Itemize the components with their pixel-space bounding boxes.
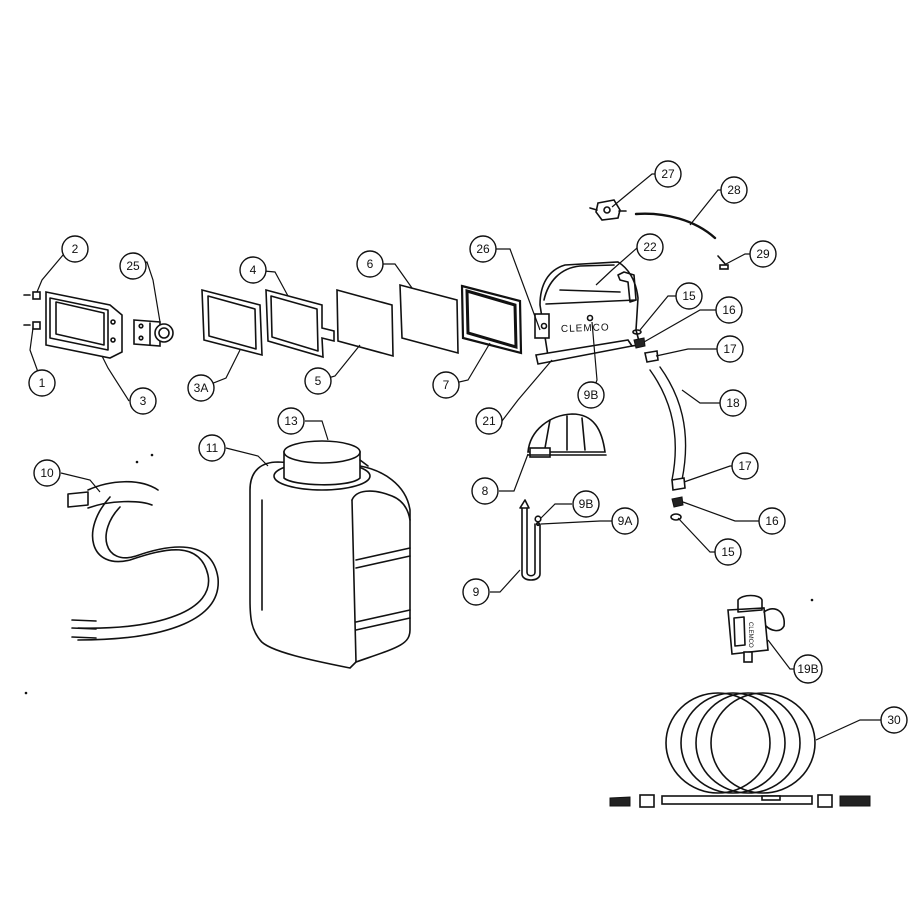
svg-text:9B: 9B bbox=[584, 388, 599, 402]
callout-4: 4 bbox=[239, 256, 267, 284]
part-valve-block bbox=[589, 199, 627, 221]
svg-text:21: 21 bbox=[482, 414, 496, 428]
svg-text:17: 17 bbox=[723, 342, 737, 356]
part-pin bbox=[717, 255, 729, 270]
part-bottom-strip bbox=[535, 339, 634, 365]
callout-1: 1 bbox=[28, 369, 56, 397]
callout-16-low: 16 bbox=[758, 507, 786, 535]
part-hose bbox=[649, 366, 687, 481]
callout-28: 28 bbox=[720, 176, 748, 204]
speck bbox=[150, 453, 154, 457]
callout-18: 18 bbox=[719, 389, 747, 417]
callout-13: 13 bbox=[277, 407, 305, 435]
callout-17-low: 17 bbox=[731, 452, 759, 480]
svg-text:9A: 9A bbox=[618, 514, 633, 528]
part-valve-assembly: CLEMCO bbox=[727, 594, 785, 663]
svg-text:15: 15 bbox=[721, 545, 735, 559]
svg-text:26: 26 bbox=[476, 242, 490, 256]
callout-6: 6 bbox=[356, 250, 384, 278]
svg-text:6: 6 bbox=[367, 257, 374, 271]
callout-15-low: 15 bbox=[714, 538, 742, 566]
svg-text:15: 15 bbox=[682, 289, 696, 303]
callout-8: 8 bbox=[471, 477, 499, 505]
svg-text:27: 27 bbox=[661, 167, 675, 181]
part-cap bbox=[273, 440, 371, 491]
svg-text:16: 16 bbox=[765, 514, 779, 528]
callout-16-top: 16 bbox=[715, 296, 743, 324]
callout-22: 22 bbox=[636, 233, 664, 261]
valve-brand: CLEMCO bbox=[747, 622, 753, 648]
callout-30: 30 bbox=[880, 706, 908, 734]
part-fitting-top bbox=[632, 329, 659, 363]
svg-text:4: 4 bbox=[250, 263, 257, 277]
speck bbox=[810, 598, 814, 602]
speck bbox=[135, 460, 139, 464]
part-latch bbox=[133, 319, 174, 347]
callout-9b-low: 9B bbox=[572, 490, 600, 518]
part-curved-rod bbox=[634, 212, 717, 240]
svg-text:29: 29 bbox=[756, 247, 770, 261]
callout-11: 11 bbox=[198, 434, 226, 462]
part-tank bbox=[249, 461, 411, 669]
svg-text:1: 1 bbox=[39, 376, 46, 390]
speck bbox=[24, 691, 28, 695]
part-fitting-low bbox=[670, 477, 686, 521]
part-coiled-hose bbox=[609, 692, 871, 808]
svg-text:25: 25 bbox=[126, 259, 140, 273]
callout-9a: 9A bbox=[611, 507, 639, 535]
svg-text:28: 28 bbox=[727, 183, 741, 197]
callout-17-top: 17 bbox=[716, 335, 744, 363]
callout-25: 25 bbox=[119, 252, 147, 280]
part-clear-lens bbox=[336, 288, 394, 358]
svg-text:19B: 19B bbox=[797, 662, 818, 676]
svg-text:17: 17 bbox=[738, 459, 752, 473]
svg-text:8: 8 bbox=[482, 484, 489, 498]
svg-text:3A: 3A bbox=[194, 381, 209, 395]
svg-text:2: 2 bbox=[72, 242, 79, 256]
svg-text:30: 30 bbox=[887, 713, 901, 727]
part-hood: CLEMCO bbox=[539, 261, 642, 357]
svg-text:9B: 9B bbox=[579, 497, 594, 511]
part-side-fitting bbox=[534, 313, 550, 339]
callout-3: 3 bbox=[129, 387, 157, 415]
callout-29: 29 bbox=[749, 240, 777, 268]
part-belt bbox=[67, 480, 219, 641]
svg-text:9: 9 bbox=[473, 585, 480, 599]
part-screws bbox=[23, 291, 41, 330]
svg-text:3: 3 bbox=[140, 394, 147, 408]
svg-text:7: 7 bbox=[443, 378, 450, 392]
part-window-frame bbox=[45, 291, 123, 359]
svg-text:13: 13 bbox=[284, 414, 298, 428]
hood-brand: CLEMCO bbox=[561, 322, 610, 335]
part-lens-holder bbox=[265, 288, 335, 359]
part-hood-crown bbox=[527, 413, 607, 458]
part-j-tube bbox=[519, 499, 542, 581]
callout-9b-top: 9B bbox=[577, 381, 605, 409]
svg-text:11: 11 bbox=[206, 441, 219, 455]
part-gasket bbox=[201, 288, 263, 357]
svg-text:16: 16 bbox=[722, 303, 736, 317]
svg-text:10: 10 bbox=[40, 466, 54, 480]
svg-text:18: 18 bbox=[726, 396, 740, 410]
svg-text:22: 22 bbox=[643, 240, 657, 254]
callout-9: 9 bbox=[462, 578, 490, 606]
callout-3a: 3A bbox=[187, 374, 215, 402]
callout-26: 26 bbox=[469, 235, 497, 263]
callout-27: 27 bbox=[654, 160, 682, 188]
svg-text:5: 5 bbox=[315, 374, 322, 388]
callout-19b: 19B bbox=[793, 654, 823, 684]
part-filter-lens bbox=[399, 283, 459, 355]
callout-15-top: 15 bbox=[675, 282, 703, 310]
callout-10: 10 bbox=[33, 459, 61, 487]
callout-5: 5 bbox=[304, 367, 332, 395]
part-thick-gasket bbox=[460, 284, 523, 355]
callout-21: 21 bbox=[475, 407, 503, 435]
callout-7: 7 bbox=[432, 371, 460, 399]
callout-2: 2 bbox=[61, 235, 89, 263]
